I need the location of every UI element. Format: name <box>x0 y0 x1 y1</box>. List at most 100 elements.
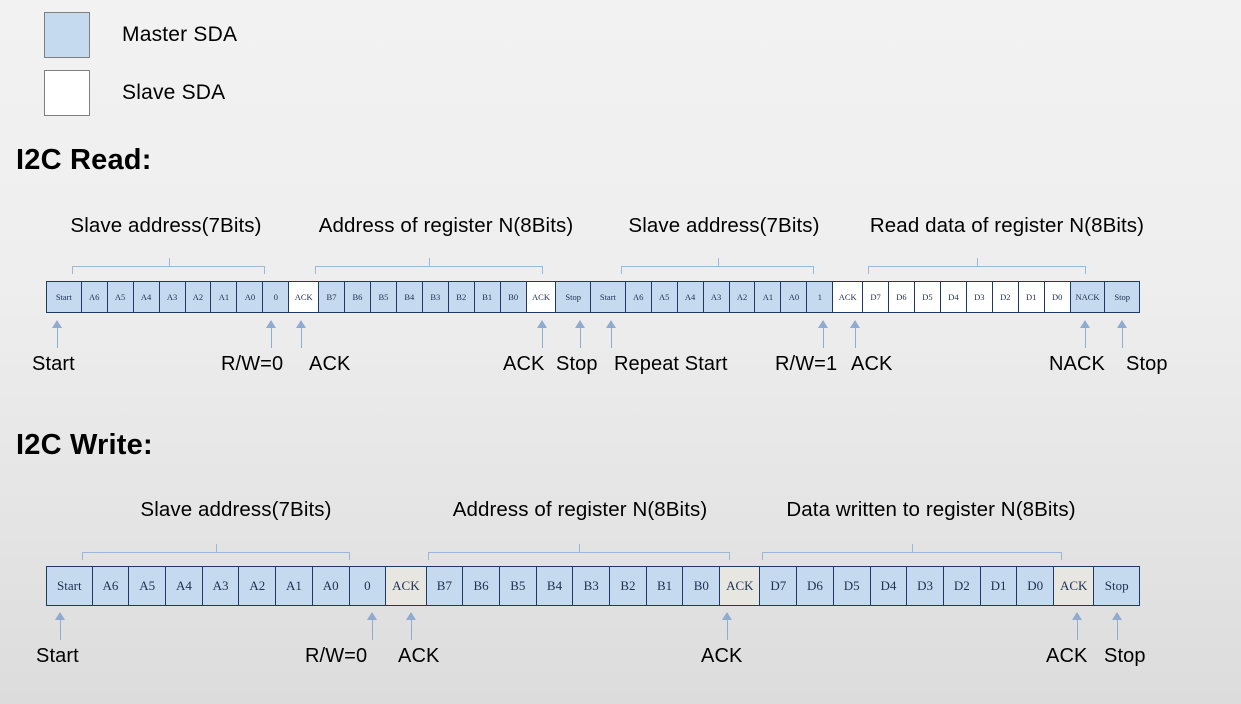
write-arrow-ack-2 <box>722 612 732 640</box>
read-cell-15-b3: B3 <box>422 282 449 312</box>
read-cell-27-a1: A1 <box>755 282 782 312</box>
write-cell-9-0: 0 <box>349 567 387 605</box>
read-arrow-nack <box>1080 320 1090 348</box>
legend-swatch-master <box>44 12 90 58</box>
read-cell-12-b6: B6 <box>344 282 371 312</box>
write-cell-12-b6: B6 <box>463 567 500 605</box>
read-annotation-rw0: R/W=0 <box>221 353 284 375</box>
write-cell-27-d0: D0 <box>1017 567 1055 605</box>
read-cell-17-b1: B1 <box>474 282 501 312</box>
read-arrow-rw0 <box>266 320 276 348</box>
write-cell-22-d5: D5 <box>833 567 871 605</box>
read-cell-2-a6: A6 <box>81 282 108 312</box>
legend-item-master: Master SDA <box>44 12 237 58</box>
read-annotation-nack: NACK <box>1049 353 1105 375</box>
write-cell-6-a2: A2 <box>239 567 277 605</box>
read-cell-4-a4: A4 <box>133 282 160 312</box>
write-cell-17-b1: B1 <box>646 567 684 605</box>
write-cell-14-b4: B4 <box>536 567 574 605</box>
read-annotation-ack-3: ACK <box>851 353 893 375</box>
read-brace-slave-address-2 <box>621 258 814 274</box>
write-cell-11-b7: B7 <box>426 567 464 605</box>
write-cell-16-b2: B2 <box>610 567 647 605</box>
write-cell-25-d2: D2 <box>943 567 981 605</box>
write-cell-1-start: Start <box>47 567 93 605</box>
legend-label-master: Master SDA <box>122 23 238 46</box>
read-cell-33-d5: D5 <box>914 282 941 312</box>
write-group-caption-register-address: Address of register N(8Bits) <box>452 498 708 521</box>
write-cell-24-d3: D3 <box>907 567 944 605</box>
write-brace-data-written <box>762 544 1062 560</box>
read-cell-19-ack: ACK <box>526 282 557 312</box>
read-cell-24-a4: A4 <box>677 282 704 312</box>
read-annotation-ack-1: ACK <box>309 353 351 375</box>
read-cell-5-a3: A3 <box>159 282 186 312</box>
read-cell-11-b7: B7 <box>319 282 345 312</box>
read-cell-39-nack: NACK <box>1070 282 1106 312</box>
read-cell-32-d6: D6 <box>889 282 915 312</box>
write-cell-19-ack: ACK <box>720 567 761 605</box>
write-annotation-ack-3: ACK <box>1046 645 1088 667</box>
read-cell-7-a1: A1 <box>211 282 238 312</box>
read-cell-36-d2: D2 <box>992 282 1019 312</box>
write-cell-2-a6: A6 <box>92 567 130 605</box>
read-cell-35-d3: D3 <box>966 282 993 312</box>
write-cell-8-a0: A0 <box>312 567 350 605</box>
write-annotation-stop: Stop <box>1104 645 1146 667</box>
read-cell-16-b2: B2 <box>448 282 475 312</box>
read-cell-30-ack: ACK <box>833 282 864 312</box>
write-brace-register-address <box>428 544 730 560</box>
read-brace-read-data <box>868 258 1086 274</box>
write-annotation-ack-1: ACK <box>398 645 440 667</box>
read-cell-21-start: Start <box>591 282 626 312</box>
read-cell-22-a6: A6 <box>625 282 652 312</box>
write-annotation-start: Start <box>36 645 79 667</box>
read-annotation-stop-1: Stop <box>556 353 598 375</box>
write-arrow-stop <box>1112 612 1122 640</box>
read-annotation-start: Start <box>32 353 75 375</box>
read-arrow-start <box>52 320 62 348</box>
read-cell-29-1: 1 <box>807 282 834 312</box>
read-group-caption-slave-address-2: Slave address(7Bits) <box>628 214 820 237</box>
write-annotation-rw0: R/W=0 <box>305 645 368 667</box>
read-annotation-repeat-start: Repeat Start <box>614 353 728 375</box>
legend-label-slave: Slave SDA <box>122 81 226 104</box>
read-annotation-ack-2: ACK <box>503 353 545 375</box>
read-cell-13-b5: B5 <box>370 282 397 312</box>
read-cell-14-b4: B4 <box>396 282 423 312</box>
read-arrow-ack-3 <box>850 320 860 348</box>
read-arrow-ack-1 <box>296 320 306 348</box>
write-cell-21-d6: D6 <box>797 567 834 605</box>
read-arrow-stop-2 <box>1117 320 1127 348</box>
write-cell-28-ack: ACK <box>1054 567 1095 605</box>
read-annotation-rw1: R/W=1 <box>775 353 838 375</box>
read-cell-28-a0: A0 <box>781 282 808 312</box>
write-cell-18-b0: B0 <box>683 567 721 605</box>
write-arrow-ack-3 <box>1072 612 1082 640</box>
read-cell-26-a2: A2 <box>729 282 756 312</box>
read-cell-40-stop: Stop <box>1105 282 1140 312</box>
read-cell-31-d7: D7 <box>863 282 889 312</box>
read-cell-20-stop: Stop <box>556 282 592 312</box>
read-arrow-repeat-start <box>606 320 616 348</box>
read-cell-10-ack: ACK <box>289 282 320 312</box>
read-cell-23-a5: A5 <box>651 282 678 312</box>
write-cell-13-b5: B5 <box>499 567 537 605</box>
write-arrow-start <box>55 612 65 640</box>
write-cell-23-d4: D4 <box>870 567 908 605</box>
read-cell-25-a3: A3 <box>703 282 730 312</box>
write-annotation-ack-2: ACK <box>701 645 743 667</box>
read-cell-8-a0: A0 <box>237 282 264 312</box>
write-arrow-ack-1 <box>406 612 416 640</box>
read-section-heading: I2C Read: <box>16 144 152 176</box>
write-section-heading: I2C Write: <box>16 429 153 461</box>
read-cell-37-d1: D1 <box>1018 282 1045 312</box>
read-group-caption-read-data: Read data of register N(8Bits) <box>869 214 1145 237</box>
write-group-caption-data-written: Data written to register N(8Bits) <box>786 498 1076 521</box>
write-cell-4-a4: A4 <box>166 567 203 605</box>
write-brace-slave-address <box>82 544 350 560</box>
write-cell-15-b3: B3 <box>573 567 611 605</box>
